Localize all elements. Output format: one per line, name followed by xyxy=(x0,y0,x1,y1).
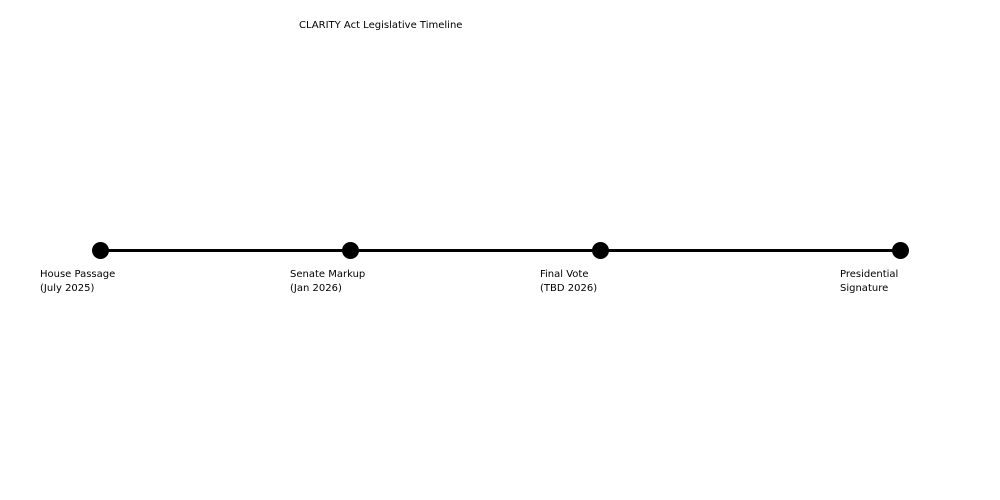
milestone-label: Senate Markup (Jan 2026) xyxy=(290,268,365,296)
milestone-label-line2: (Jan 2026) xyxy=(290,283,342,294)
milestone-label-line1: Presidential xyxy=(840,269,899,280)
milestone-label-line2: (July 2025) xyxy=(40,283,95,294)
figure-title: CLARITY Act Legislative Timeline xyxy=(299,20,463,31)
milestone-label: House Passage (July 2025) xyxy=(40,268,115,296)
milestone-label-line1: House Passage xyxy=(40,269,116,280)
milestone-dot xyxy=(91,241,109,259)
milestone-label: Presidential Signature xyxy=(840,268,898,296)
milestone-label-line2: Signature xyxy=(840,283,889,294)
milestone-label-line1: Senate Markup xyxy=(290,269,366,280)
milestone-dot xyxy=(891,241,909,259)
milestone-label-line1: Final Vote xyxy=(540,269,589,280)
milestone-dot xyxy=(341,241,359,259)
milestone-label-line2: (TBD 2026) xyxy=(540,283,598,294)
milestone-label: Final Vote (TBD 2026) xyxy=(540,268,597,296)
timeline-axis-line xyxy=(100,248,900,252)
milestone-dot xyxy=(591,241,609,259)
